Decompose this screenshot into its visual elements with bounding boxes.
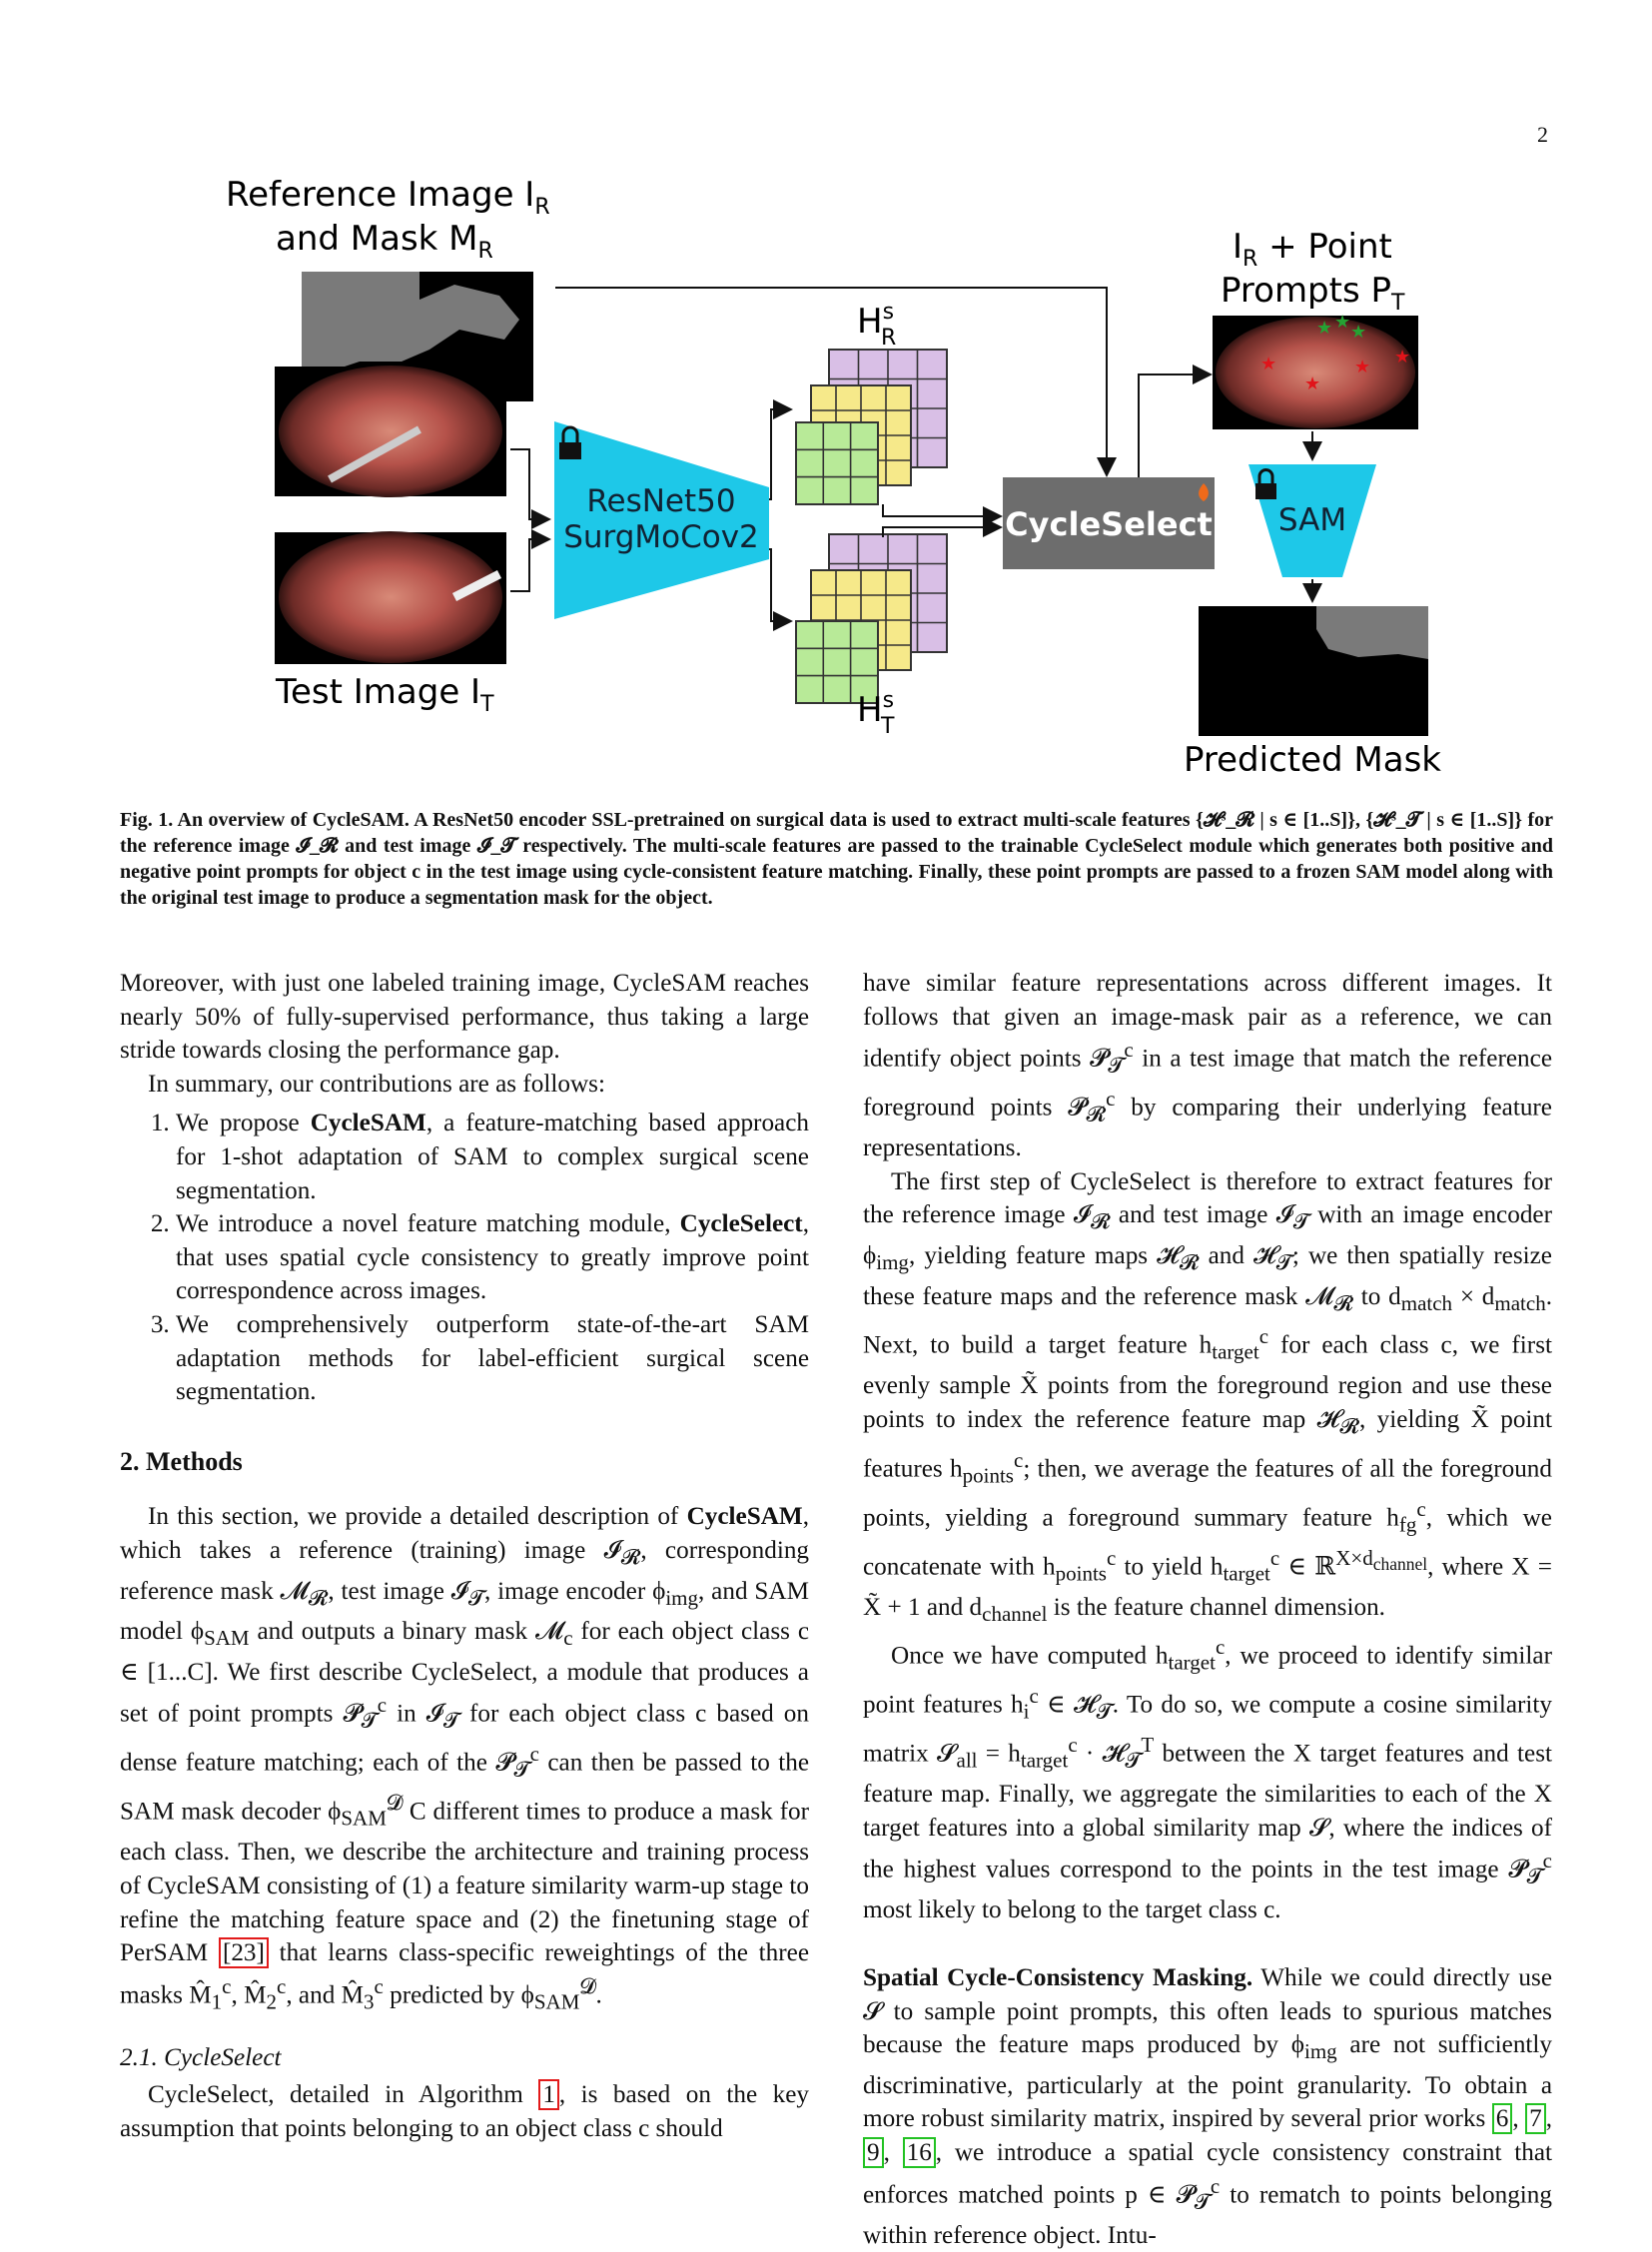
sam-block	[1248, 464, 1376, 577]
section-heading: 2. Methods	[120, 1446, 243, 1476]
encoder-block	[554, 421, 769, 619]
encoder-lock-icon	[559, 425, 581, 459]
citation-link[interactable]: [23]	[218, 1937, 269, 1969]
ref-label-1: Reference Image IR	[226, 175, 550, 220]
paragraph: Spatial Cycle-Consistency Masking. While…	[863, 1964, 1553, 2249]
predicted-label: Predicted Mask	[1184, 740, 1441, 780]
paragraph: Moreover, with just one labeled training…	[120, 970, 809, 1065]
negative-point-star-icons: ★ ★ ★ ★	[1260, 347, 1410, 394]
page-number: 2	[1537, 122, 1548, 147]
list-item: We introduce a novel feature matching mo…	[176, 1207, 809, 1308]
citation-link[interactable]: 16	[902, 2137, 936, 2169]
list-item: We propose CycleSAM, a feature-matching …	[176, 1107, 809, 1207]
paragraph: In this section, we provide a detailed d…	[120, 1503, 810, 2014]
paragraph: have similar feature representations acr…	[863, 970, 1553, 1162]
prompt-label-1: IR + Point	[1233, 227, 1392, 272]
reference-image-content	[279, 366, 502, 497]
citation-link[interactable]: 9	[863, 2137, 884, 2169]
positive-point-star-icons: ★★★	[1316, 312, 1366, 343]
paragraph: Once we have computed htargetc, we proce…	[863, 1635, 1552, 1924]
encoder-label-2: SurgMoCov2	[563, 519, 759, 555]
paragraph: In summary, our contributions are as fol…	[148, 1070, 605, 1098]
cycleselect-block	[1003, 477, 1215, 569]
figure-canvas: Reference Image IR and Mask MR Test Imag…	[226, 175, 1441, 780]
test-feature-grids	[795, 533, 948, 704]
reference-instrument	[328, 425, 421, 483]
left-column: Moreover, with just one labeled training…	[120, 967, 809, 2146]
cycleselect-label: CycleSelect	[1005, 505, 1213, 543]
subsection-heading: 2.1. CycleSelect	[120, 2043, 282, 2071]
ref-feature-grids	[795, 349, 948, 505]
citation-link[interactable]: 7	[1525, 2103, 1546, 2135]
algorithm-link[interactable]: 1	[538, 2079, 559, 2111]
list-item: We comprehensively outperform state-of-t…	[176, 1308, 809, 1409]
ref-label-2: and Mask MR	[276, 219, 493, 264]
paragraph: The first step of CycleSelect is therefo…	[863, 1167, 1553, 1626]
test-image-content	[279, 531, 502, 663]
figure-caption: Fig. 1. An overview of CycleSAM. A ResNe…	[120, 809, 1553, 909]
prompt-label-2: Prompts PT	[1221, 271, 1405, 316]
paragraph: CycleSelect, detailed in Algorithm 1, is…	[120, 2079, 809, 2142]
svg-text:★: ★	[1354, 357, 1370, 377]
prompt-image-content	[1216, 317, 1415, 428]
sam-lock-icon	[1255, 468, 1276, 499]
reference-mask-shape	[302, 272, 519, 379]
sam-label: SAM	[1278, 502, 1346, 538]
predicted-mask-shape	[1316, 606, 1428, 659]
svg-text:★: ★	[1316, 318, 1332, 339]
test-instrument	[451, 569, 502, 602]
contribution-list: We propose CycleSAM, a feature-matching …	[120, 1107, 809, 1408]
overview-figure: Reference Image IR and Mask MR Test Imag…	[0, 0, 1652, 789]
test-label: Test Image IT	[275, 672, 494, 717]
citation-link[interactable]: 6	[1491, 2103, 1513, 2135]
svg-text:★: ★	[1304, 374, 1320, 394]
svg-text:★: ★	[1334, 312, 1350, 333]
svg-text:★: ★	[1260, 354, 1276, 375]
right-column: have similar feature representations acr…	[863, 967, 1552, 2252]
svg-text:★: ★	[1350, 322, 1366, 343]
svg-text:★: ★	[1394, 347, 1410, 368]
trainable-flame-icon	[1199, 483, 1209, 501]
encoder-label-1: ResNet50	[586, 483, 735, 519]
